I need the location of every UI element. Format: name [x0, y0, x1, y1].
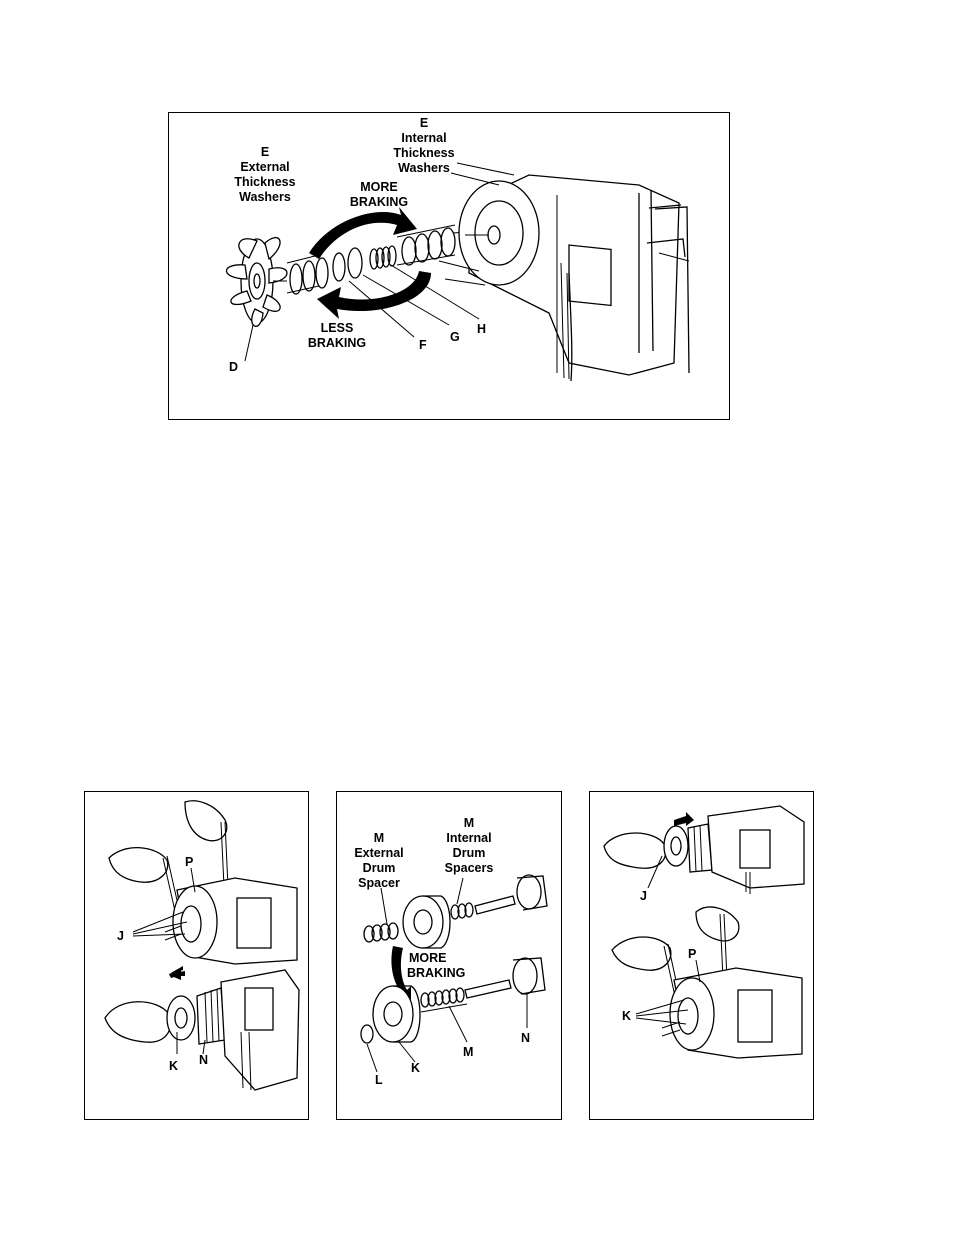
label-internal: Internal [446, 831, 491, 845]
external-washers [287, 255, 328, 294]
label-n: N [521, 1031, 530, 1045]
label-spacers: Spacers [445, 861, 494, 875]
top-figure-panel: E External Thickness Washers E Internal … [168, 112, 730, 420]
label-n: N [199, 1053, 208, 1067]
label-internal-e: E [420, 116, 428, 130]
label-m: M [463, 1045, 473, 1059]
label-p: P [185, 855, 193, 869]
label-p: P [688, 947, 696, 961]
label-external: External [354, 846, 403, 860]
label-spacer: Spacer [358, 876, 400, 890]
label-f: F [419, 338, 427, 352]
label-m-internal: M [464, 816, 474, 830]
label-g: G [450, 330, 460, 344]
fan-illustration [226, 238, 287, 327]
motor-body-illustration [439, 163, 689, 381]
label-external-word: External [240, 160, 289, 174]
label-m-external: M [374, 831, 384, 845]
label-drum: Drum [363, 861, 396, 875]
label-k: K [169, 1059, 178, 1073]
label-h: H [477, 322, 486, 336]
label-more: MORE [409, 951, 447, 965]
lower-install-illustration [612, 907, 802, 1058]
upper-assembly-illustration [109, 801, 297, 964]
label-l: L [375, 1073, 383, 1087]
label-j: J [117, 929, 124, 943]
label-k: K [411, 1061, 420, 1075]
label-braking: BRAKING [407, 966, 465, 980]
label-internal-thickness: Thickness [393, 146, 454, 160]
label-j: J [640, 889, 647, 903]
label-d: D [229, 360, 238, 374]
label-less-braking: BRAKING [308, 336, 366, 350]
label-internal-word: Internal [401, 131, 446, 145]
lower-assembly-illustration [105, 970, 299, 1090]
label-external-e: E [261, 145, 269, 159]
drum-removal-diagram: P J K N [85, 792, 310, 1121]
more-braking-arrow [309, 207, 417, 259]
label-external-thickness: Thickness [234, 175, 295, 189]
label-more-braking: BRAKING [350, 195, 408, 209]
label-external-washers: Washers [239, 190, 291, 204]
left-figure-panel: P J K N [84, 791, 309, 1120]
label-drum-2: Drum [453, 846, 486, 860]
right-figure-panel: J P K [589, 791, 814, 1120]
less-braking-arrow [317, 271, 431, 319]
middle-figure-panel: M External Drum Spacer M Internal Drum S… [336, 791, 562, 1120]
drum-install-diagram: J P K [590, 792, 815, 1121]
label-internal-washers: Washers [398, 161, 450, 175]
drum-spacer-diagram: M External Drum Spacer M Internal Drum S… [337, 792, 563, 1121]
brake-washer-diagram: E External Thickness Washers E Internal … [169, 113, 731, 421]
upper-install-illustration [604, 806, 804, 894]
label-less: LESS [321, 321, 354, 335]
label-more: MORE [360, 180, 398, 194]
label-k: K [622, 1009, 631, 1023]
